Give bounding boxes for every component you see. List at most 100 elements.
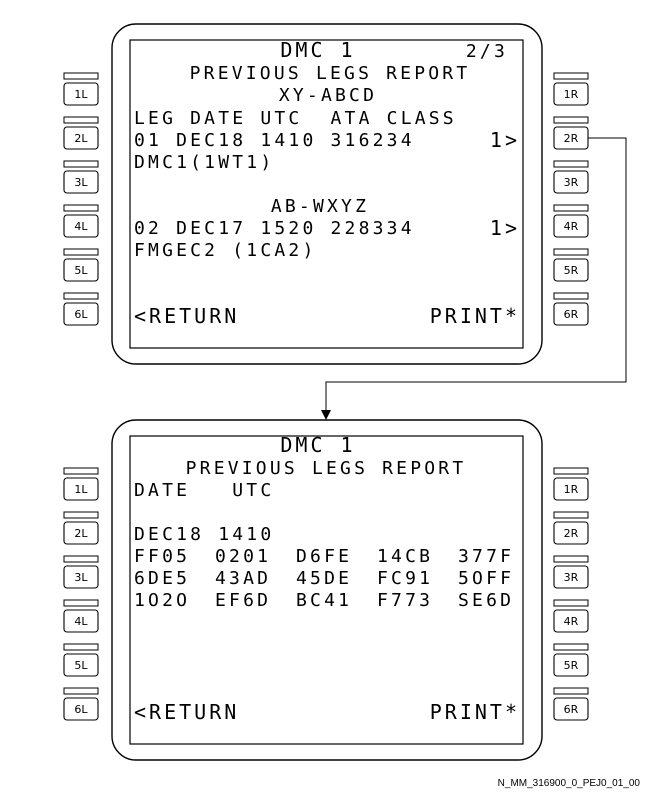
lsk-1r-b[interactable] [553, 477, 589, 501]
lsk-4l-b-label: 4L [74, 615, 88, 628]
lsk-2l-label: 2L [74, 132, 88, 145]
lsk-1r[interactable] [553, 82, 589, 106]
lsk-6r-b-label: 6R [564, 703, 579, 716]
page1-column-header: LEG DATE UTC ATA CLASS [134, 108, 457, 129]
lsk-6l-label: 6L [74, 308, 88, 321]
hex-cell: SE6D [458, 590, 514, 611]
page2-return-prompt[interactable]: <RETURN [134, 700, 239, 724]
page2-print-prompt[interactable]: PRINT* [430, 700, 520, 724]
cdu-top-left-keys: 1L 2L 3L 4L 5L 6L [63, 72, 99, 326]
lsk-2r-b[interactable] [553, 521, 589, 545]
lsk-5l[interactable] [63, 258, 99, 282]
lsk-3l-label: 3L [74, 176, 88, 189]
figure-reference: N_MM_316900_0_PEJ0_01_00 [498, 778, 641, 789]
lsk-2l[interactable] [63, 126, 99, 150]
lsk-4l-b[interactable] [63, 609, 99, 633]
hex-cell: 43AD [215, 568, 271, 589]
lsk-3l-b-label: 3L [74, 571, 88, 584]
lsk-5l-label: 5L [74, 264, 88, 277]
lsk-4l[interactable] [63, 214, 99, 238]
page2-subtitle: PREVIOUS LEGS REPORT [186, 458, 467, 479]
cdu-bottom-left-keys: 1L 2L 3L 4L 5L 6L [63, 467, 99, 721]
lsk-6l-b-label: 6L [74, 703, 88, 716]
lsk-6l-b[interactable] [63, 697, 99, 721]
hex-cell: F773 [377, 590, 433, 611]
lsk-1r-label: 1R [564, 88, 579, 101]
cdu-bottom-screen [129, 435, 524, 745]
lsk-1l-b[interactable] [63, 477, 99, 501]
lsk-4r-b[interactable] [553, 609, 589, 633]
hex-cell: 45DE [296, 568, 352, 589]
lsk-4r-label: 4R [564, 220, 579, 233]
lsk-2r-b-label: 2R [564, 527, 579, 540]
page1-leg1-line: 01 DEC18 1410 316234 [134, 130, 415, 151]
lsk-4r-b-label: 4R [564, 615, 579, 628]
lsk-4l-label: 4L [74, 220, 88, 233]
cdu-bottom-right-keys: 1R 2R 3R 4R 5R 6R [553, 467, 589, 721]
hex-cell: FC91 [377, 568, 433, 589]
lsk-1l-label: 1L [74, 88, 88, 101]
hex-cell: 1O2O [134, 590, 190, 611]
page2-title: DMC 1 [280, 433, 355, 457]
hex-cell: EF6D [215, 590, 271, 611]
page1-registration-1: XY-ABCD [279, 85, 377, 106]
hex-row-3: 1O2O EF6D BC41 F773 SE6D [134, 590, 514, 611]
page2-date-line: DEC18 1410 [134, 524, 274, 545]
hex-cell: BC41 [296, 590, 352, 611]
page2-column-header: DATE UTC [134, 480, 274, 501]
page1-leg2-class[interactable]: 1> [490, 216, 520, 240]
flow-connector [321, 137, 627, 420]
hex-row-1: FF05 0201 D6FE 14CB 377F [134, 546, 514, 567]
page1-registration-2: AB-WXYZ [271, 196, 369, 217]
lsk-3l-b[interactable] [63, 565, 99, 589]
lsk-4r[interactable] [553, 214, 589, 238]
hex-cell: 0201 [215, 546, 271, 567]
lsk-3r-b-label: 3R [564, 571, 579, 584]
lsk-2l-b[interactable] [63, 521, 99, 545]
lsk-1r-b-label: 1R [564, 483, 579, 496]
page1-page-number: 2/3 [466, 41, 508, 62]
lsk-5r[interactable] [553, 258, 589, 282]
cdu-top-screen [129, 39, 524, 349]
page1-leg2-line: 02 DEC17 1520 228334 [134, 218, 415, 239]
lsk-5l-b[interactable] [63, 653, 99, 677]
lsk-1l-b-label: 1L [74, 483, 88, 496]
lsk-6r-b[interactable] [553, 697, 589, 721]
lsk-3r-label: 3R [564, 176, 579, 189]
lsk-2r-label: 2R [564, 132, 579, 145]
cdu-bottom-display: DMC 1 PREVIOUS LEGS REPORT DATE UTC DEC1… [134, 433, 520, 724]
lsk-3l[interactable] [63, 170, 99, 194]
hex-cell: D6FE [296, 546, 352, 567]
hex-cell: 14CB [377, 546, 433, 567]
hex-cell: FF05 [134, 546, 190, 567]
page1-subtitle: PREVIOUS LEGS REPORT [190, 63, 471, 84]
lsk-5l-b-label: 5L [74, 659, 88, 672]
cdu-top-right-keys: 1R 2R 3R 4R 5R 6R [553, 72, 589, 326]
lsk-3r[interactable] [553, 170, 589, 194]
page1-leg1-source: DMC1(1WT1) [134, 152, 274, 173]
cdu-bottom: 1L 2L 3L 4L 5L 6L 1R 2R 3R [63, 419, 589, 761]
page1-print-prompt[interactable]: PRINT* [430, 304, 520, 328]
lsk-5r-b[interactable] [553, 653, 589, 677]
lsk-6l[interactable] [63, 302, 99, 326]
hex-row-2: 6DE5 43AD 45DE FC91 5OFF [134, 568, 514, 589]
hex-cell: 5OFF [458, 568, 514, 589]
lsk-6r-label: 6R [564, 308, 579, 321]
connector-line [325, 137, 627, 412]
page1-return-prompt[interactable]: <RETURN [134, 304, 239, 328]
cdu-top: 1L 2L 3L 4L 5L 6L 1R 2R [63, 23, 589, 365]
lsk-6r[interactable] [553, 302, 589, 326]
page1-title: DMC 1 [280, 38, 355, 62]
page1-leg1-class[interactable]: 1> [490, 128, 520, 152]
cdu-top-display: DMC 1 2/3 PREVIOUS LEGS REPORT XY-ABCD L… [134, 38, 520, 328]
lsk-2l-b-label: 2L [74, 527, 88, 540]
hex-cell: 6DE5 [134, 568, 190, 589]
hex-cell: 377F [458, 546, 514, 567]
lsk-1l[interactable] [63, 82, 99, 106]
connector-arrowhead [321, 410, 331, 420]
lsk-5r-label: 5R [564, 264, 579, 277]
lsk-3r-b[interactable] [553, 565, 589, 589]
lsk-5r-b-label: 5R [564, 659, 579, 672]
page1-leg2-source: FMGEC2 (1CA2) [134, 240, 316, 261]
